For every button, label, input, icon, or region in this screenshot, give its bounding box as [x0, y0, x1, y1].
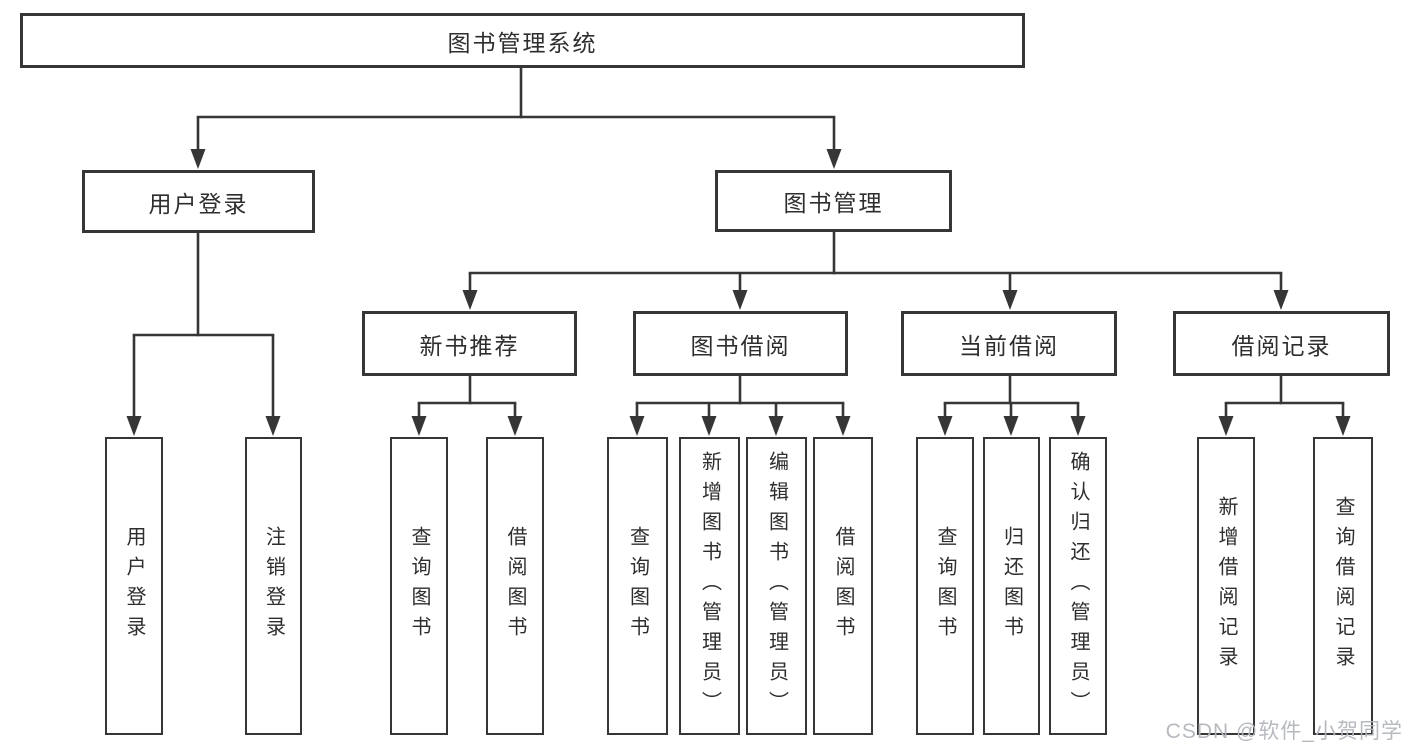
leaf-label: 编辑图书（管理员）	[765, 451, 788, 721]
node-user-login: 用户登录	[82, 170, 315, 233]
leaf-return-book: 归还图书	[983, 437, 1040, 735]
leaf-query-books-current: 查询图书	[916, 437, 974, 735]
leaf-label: 查询图书	[408, 526, 430, 646]
leaf-label: 借阅图书	[832, 526, 854, 646]
leaf-label: 查询图书	[626, 526, 649, 646]
node-current-borrow: 当前借阅	[901, 311, 1117, 376]
node-label: 当前借阅	[959, 332, 1059, 359]
leaf-borrow-books: 借阅图书	[813, 437, 873, 735]
leaf-borrow-books-recommend: 借阅图书	[486, 437, 544, 735]
leaf-label: 注销登录	[262, 526, 285, 646]
leaf-query-borrow-record: 查询借阅记录	[1313, 437, 1373, 735]
node-label: 图书管理	[783, 190, 884, 216]
leaf-label: 确认归还（管理员）	[1067, 451, 1089, 721]
node-borrow-record: 借阅记录	[1173, 311, 1390, 376]
node-label: 用户登录	[148, 190, 249, 217]
node-library-management-system: 图书管理系统	[20, 13, 1025, 68]
node-new-book-recommend: 新书推荐	[362, 311, 577, 376]
arrowheads	[126, 149, 1351, 436]
leaf-logout-login: 注销登录	[245, 437, 302, 735]
leaf-label: 查询借阅记录	[1332, 496, 1354, 676]
leaf-user-login: 用户登录	[105, 437, 163, 735]
leaf-query-books-borrow: 查询图书	[607, 437, 668, 735]
leaf-label: 借阅图书	[504, 526, 526, 646]
node-label: 图书管理系统	[447, 29, 598, 56]
leaf-label: 查询图书	[934, 526, 956, 646]
leaf-label: 新增借阅记录	[1215, 496, 1237, 676]
leaf-edit-book-admin: 编辑图书（管理员）	[746, 437, 807, 735]
node-label: 借阅记录	[1231, 332, 1332, 359]
leaf-add-book-admin: 新增图书（管理员）	[679, 437, 740, 735]
node-label: 图书借阅	[690, 332, 791, 359]
leaf-label: 归还图书	[1000, 526, 1023, 646]
csdn-watermark: CSDN @软件_小贺同学	[1165, 720, 1403, 743]
node-label: 新书推荐	[419, 332, 520, 359]
leaf-label: 用户登录	[123, 526, 145, 646]
leaf-query-books-recommend: 查询图书	[390, 437, 448, 735]
leaf-confirm-return-admin: 确认归还（管理员）	[1049, 437, 1107, 735]
node-book-management: 图书管理	[715, 170, 952, 232]
leaf-add-borrow-record: 新增借阅记录	[1197, 437, 1255, 735]
leaf-label: 新增图书（管理员）	[698, 451, 721, 721]
node-book-borrow: 图书借阅	[633, 311, 848, 376]
